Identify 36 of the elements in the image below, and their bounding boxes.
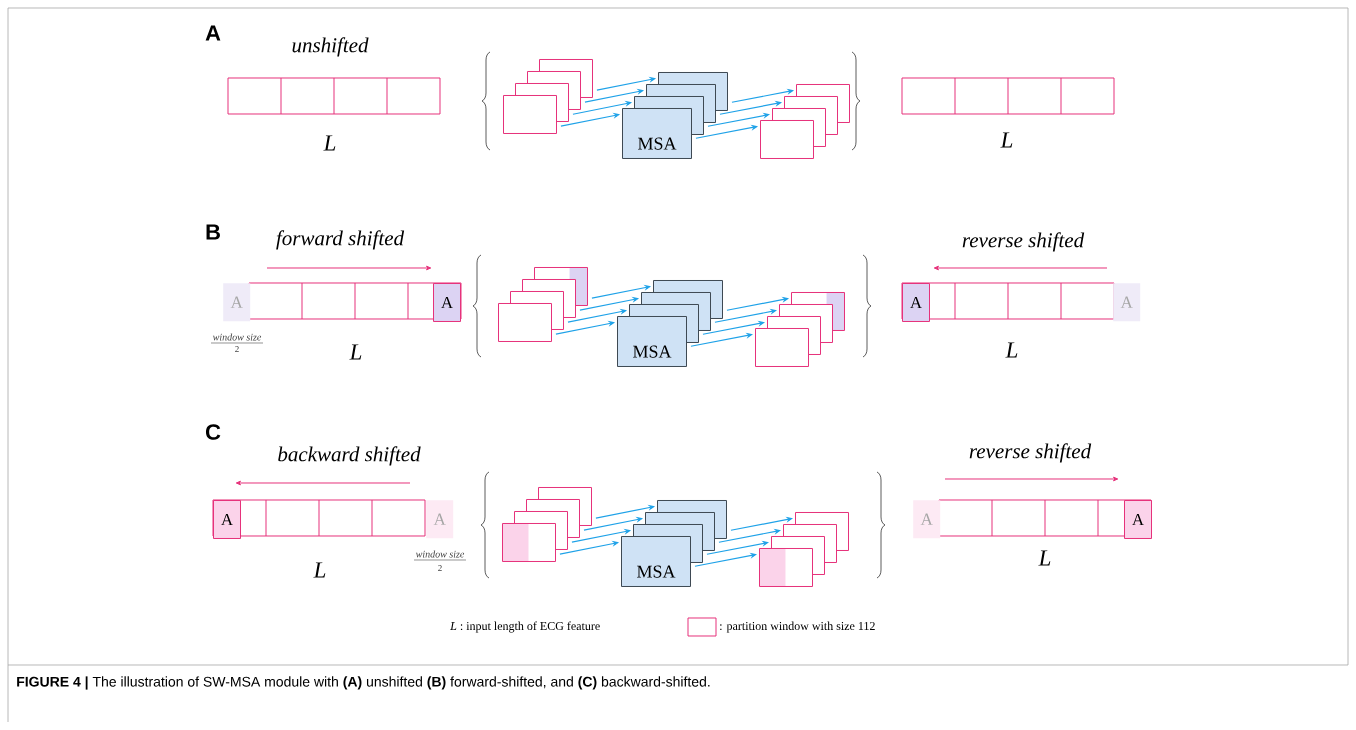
- length-label: L: [1000, 132, 1013, 148]
- panel-letter: A: [205, 25, 221, 41]
- panel-letter: B: [206, 224, 220, 240]
- length-label: L: [349, 344, 362, 360]
- shifted-cell: A: [1124, 500, 1152, 539]
- length-label: L: [1038, 550, 1051, 566]
- msa-box: MSA: [617, 316, 687, 367]
- fraction-label: window size 2: [413, 550, 467, 571]
- shifted-cell: A: [913, 500, 941, 539]
- partition-window: [502, 523, 556, 562]
- length-label: L: [313, 562, 326, 578]
- shift-label: backward shifted: [278, 446, 421, 466]
- msa-box: MSA: [622, 108, 692, 159]
- shifted-cell: A: [213, 500, 241, 539]
- shifted-cell: A: [1113, 283, 1141, 322]
- panel-letter: C: [206, 424, 221, 440]
- shift-label: reverse shifted: [962, 232, 1085, 252]
- shifted-cell: A: [902, 283, 930, 322]
- partition-window: [503, 95, 557, 134]
- length-label: L: [1005, 342, 1018, 358]
- shift-label: unshifted: [292, 37, 369, 57]
- shifted-cell: A: [433, 283, 461, 322]
- caption: FIGURE 4 | The illustration of SW-MSA module with (A) unshifted (B) forward-shifted, and (C) backward-shifted.: [17, 676, 710, 690]
- shifted-cell: A: [223, 283, 251, 322]
- fraction-label: window size 2: [210, 333, 264, 352]
- shift-label: reverse shifted: [969, 443, 1092, 463]
- legend-text: L : input length of ECG feature: [450, 621, 600, 633]
- partition-window: [755, 328, 809, 367]
- shifted-cell: A: [426, 500, 454, 539]
- msa-box: MSA: [621, 536, 691, 587]
- length-label: L: [323, 135, 336, 151]
- partition-window: [760, 120, 814, 159]
- partition-window: [759, 548, 813, 587]
- legend-item: : partition window with size 112: [687, 617, 875, 637]
- shift-label: forward shifted: [276, 230, 405, 250]
- partition-window: [498, 303, 552, 342]
